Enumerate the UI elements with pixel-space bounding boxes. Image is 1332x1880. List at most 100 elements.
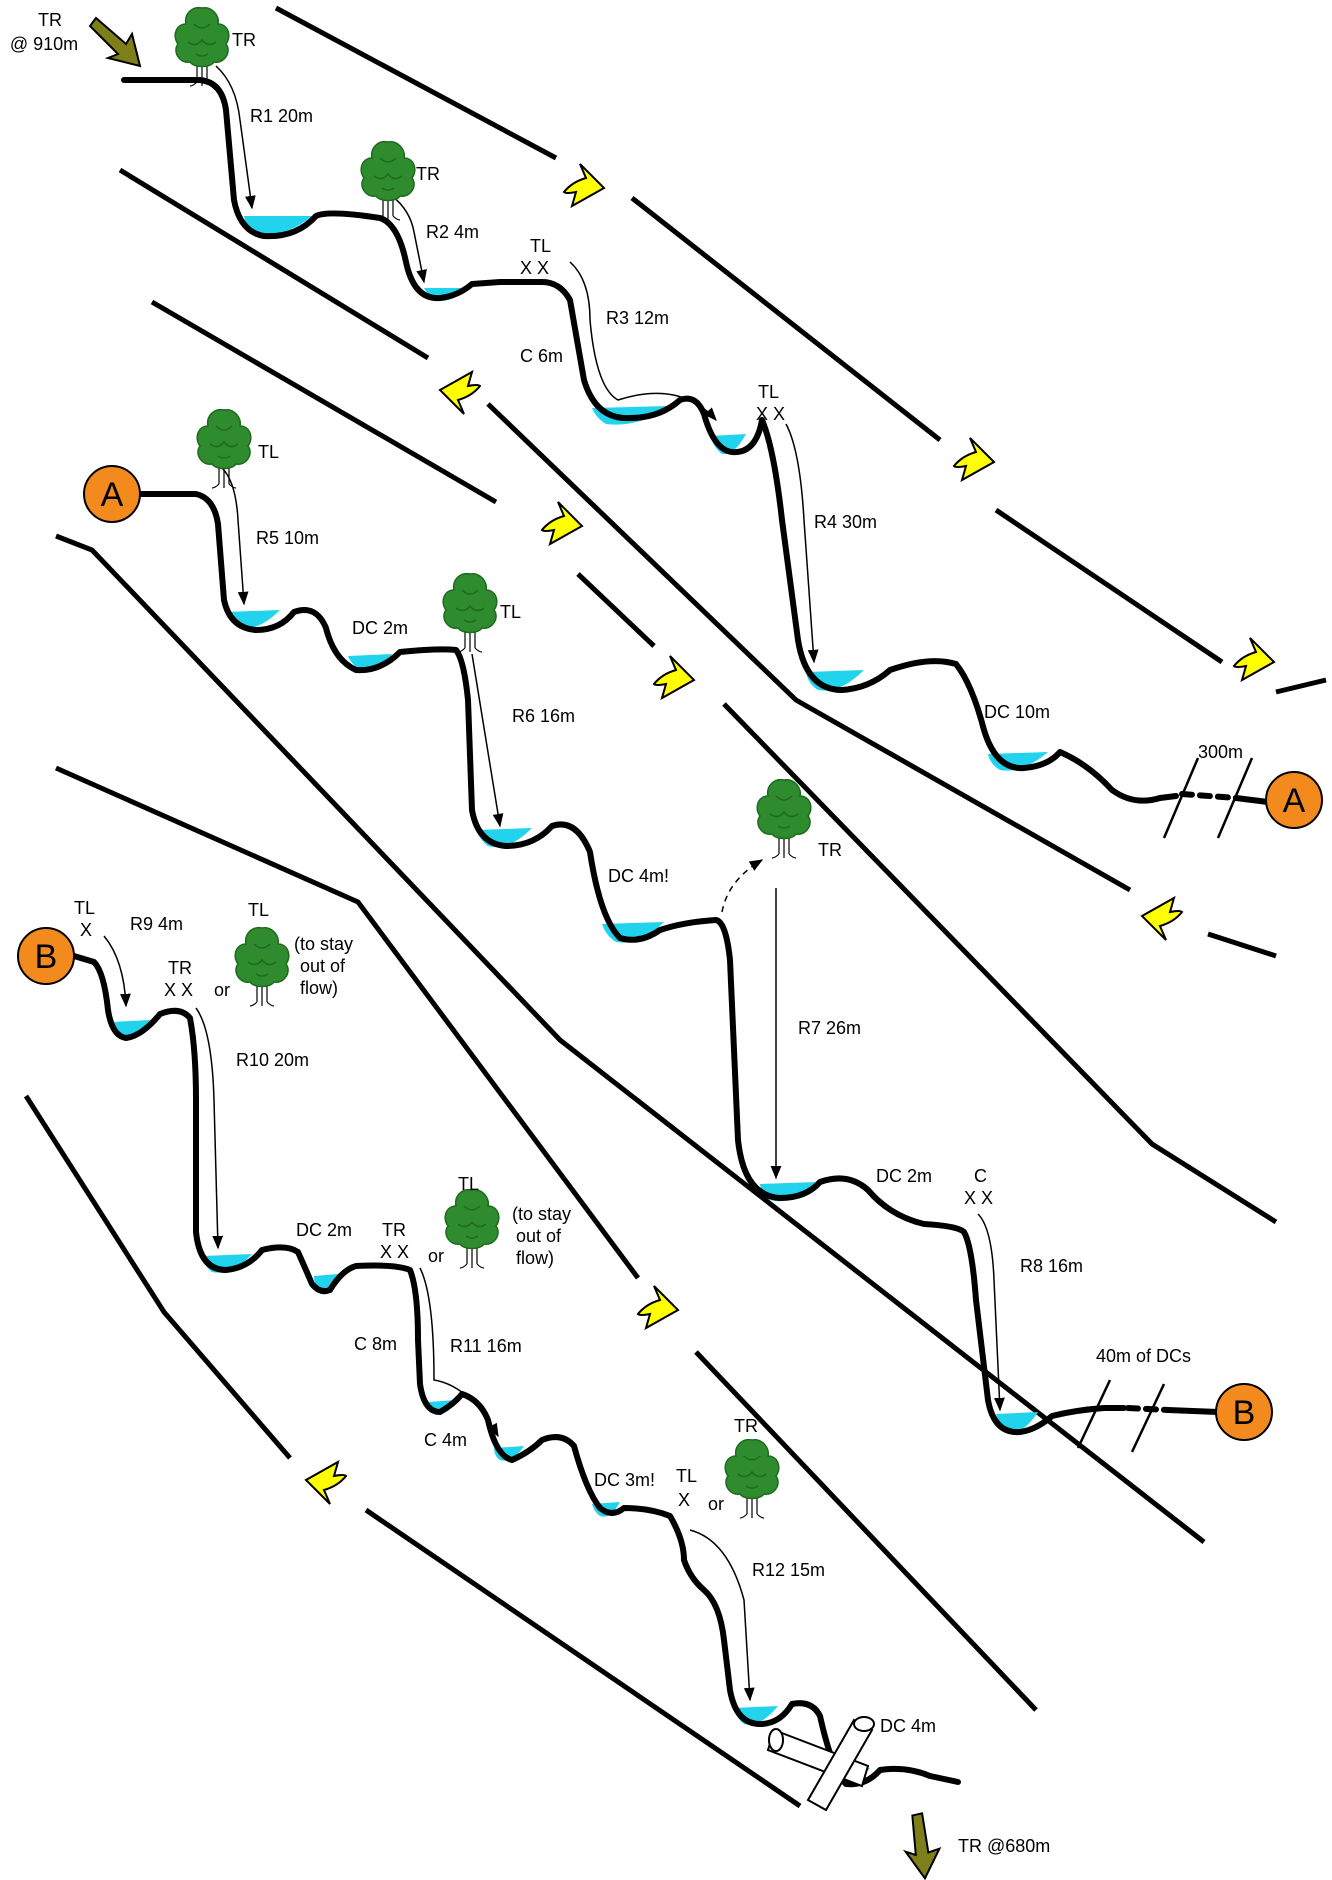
tree-icon [442, 572, 498, 653]
tree-icon [756, 778, 812, 859]
distance-label: 300m [1198, 742, 1243, 762]
canyon-walls [23, 5, 1327, 1809]
flow-arrow-icon [953, 437, 995, 481]
rappel-label: R12 15m [752, 1560, 825, 1580]
tree-side: TR [232, 30, 256, 50]
rope [419, 1267, 499, 1438]
or-label: or [214, 980, 230, 1000]
note-line: out of [516, 1226, 562, 1246]
pool [348, 654, 392, 671]
rappel-label: R4 30m [814, 512, 877, 532]
rope [215, 65, 256, 210]
or-label: or [708, 1494, 724, 1514]
distance-label: 40m of DCs [1096, 1346, 1191, 1366]
climb-label: C 6m [520, 346, 563, 366]
tree-side: TL [458, 1174, 479, 1194]
tree-icon [196, 408, 252, 489]
pools [112, 216, 1048, 1783]
wall-2b [486, 402, 1132, 893]
marker-a-start: A [83, 465, 141, 523]
rope [721, 859, 764, 913]
bolt-x-icon: X X [520, 258, 549, 278]
flow-arrow-icon [541, 501, 583, 545]
profile-3 [71, 953, 961, 1788]
wall-3b [576, 572, 656, 648]
tree-icon [234, 926, 290, 1007]
flow-arrow-icon [653, 655, 695, 699]
flow-arrow-icon [637, 1285, 679, 1329]
or-label: or [428, 1246, 444, 1266]
wall-6b [364, 1507, 802, 1809]
profile-1 [121, 77, 1179, 804]
rope [195, 1007, 224, 1250]
note-line: flow) [516, 1248, 554, 1268]
break-tick [1216, 757, 1254, 839]
flow-arrow-icon [305, 1461, 347, 1505]
wall-1a [274, 5, 558, 161]
pool [244, 216, 312, 235]
wall-4 [55, 533, 1206, 1544]
rope [785, 423, 819, 664]
rope [569, 261, 717, 422]
wall-1d [1275, 677, 1327, 695]
tree-side: TR [416, 164, 440, 184]
rappel-label: R5 10m [256, 528, 319, 548]
profile-2 [135, 491, 1127, 1436]
dc-label: DC 2m [352, 618, 408, 638]
note-line: (to stay [512, 1204, 571, 1224]
flow-arrow-icon [563, 163, 605, 207]
log-jam-icon [766, 1716, 875, 1812]
marker-label: A [101, 476, 124, 514]
bolt-x-icon: X X [164, 980, 193, 1000]
profile-2-end [1165, 1407, 1221, 1415]
tree-icon [174, 6, 230, 87]
marker-label: A [1283, 782, 1306, 820]
anchor-side: TL [676, 1466, 697, 1486]
anchor-side: TR [382, 1220, 406, 1240]
note-line: out of [300, 956, 346, 976]
bolt-x-icon: X X [756, 404, 785, 424]
break-tick [1162, 757, 1200, 839]
pool [988, 752, 1048, 771]
tree-icon [724, 1438, 780, 1519]
rappel-label: R6 16m [512, 706, 575, 726]
anchor-side: TR [168, 958, 192, 978]
rappel-label: R10 20m [236, 1050, 309, 1070]
rappel-label: R11 16m [450, 1336, 522, 1356]
anchor-side: TL [530, 236, 551, 256]
tree-side: TR [818, 840, 842, 860]
dc-label: DC 10m [984, 702, 1050, 722]
start-elevation: @ 910m [10, 34, 78, 54]
break-tick [1076, 1379, 1112, 1449]
dc-label: DC 3m! [594, 1470, 655, 1490]
climb-label: C 4m [424, 1430, 467, 1450]
note-line: flow) [300, 978, 338, 998]
bolt-x-icon: X X [380, 1242, 409, 1262]
flow-arrow-icon [439, 371, 481, 415]
rappel-label: R3 12m [606, 308, 669, 328]
wall-1c [994, 507, 1224, 665]
wall-6a [23, 1094, 292, 1460]
rappel-label: R1 20m [250, 106, 313, 126]
start-arrow-icon [89, 17, 141, 67]
tree-side: TR [734, 1416, 758, 1436]
anchor-side: TL [74, 898, 95, 918]
bolt-x-icon: X X [964, 1188, 993, 1208]
dc-label: DC 4m [880, 1716, 936, 1736]
end-label: TR @680m [958, 1836, 1050, 1856]
wall-5a [54, 765, 641, 1280]
wall-3c [722, 702, 1278, 1225]
bolt-x-icon: X [678, 1490, 690, 1510]
rappel-label: R9 4m [130, 914, 183, 934]
flow-arrow-icon [1233, 637, 1275, 681]
rope [977, 1213, 1005, 1412]
tree-side: TL [258, 442, 279, 462]
wall-2a [118, 167, 430, 361]
tree-side: TL [248, 900, 269, 920]
rope [471, 653, 504, 828]
dc-label: DC 2m [296, 1220, 352, 1240]
profile-1-end [1233, 795, 1271, 805]
note-line: (to stay [294, 934, 353, 954]
marker-label: B [1233, 1394, 1256, 1432]
